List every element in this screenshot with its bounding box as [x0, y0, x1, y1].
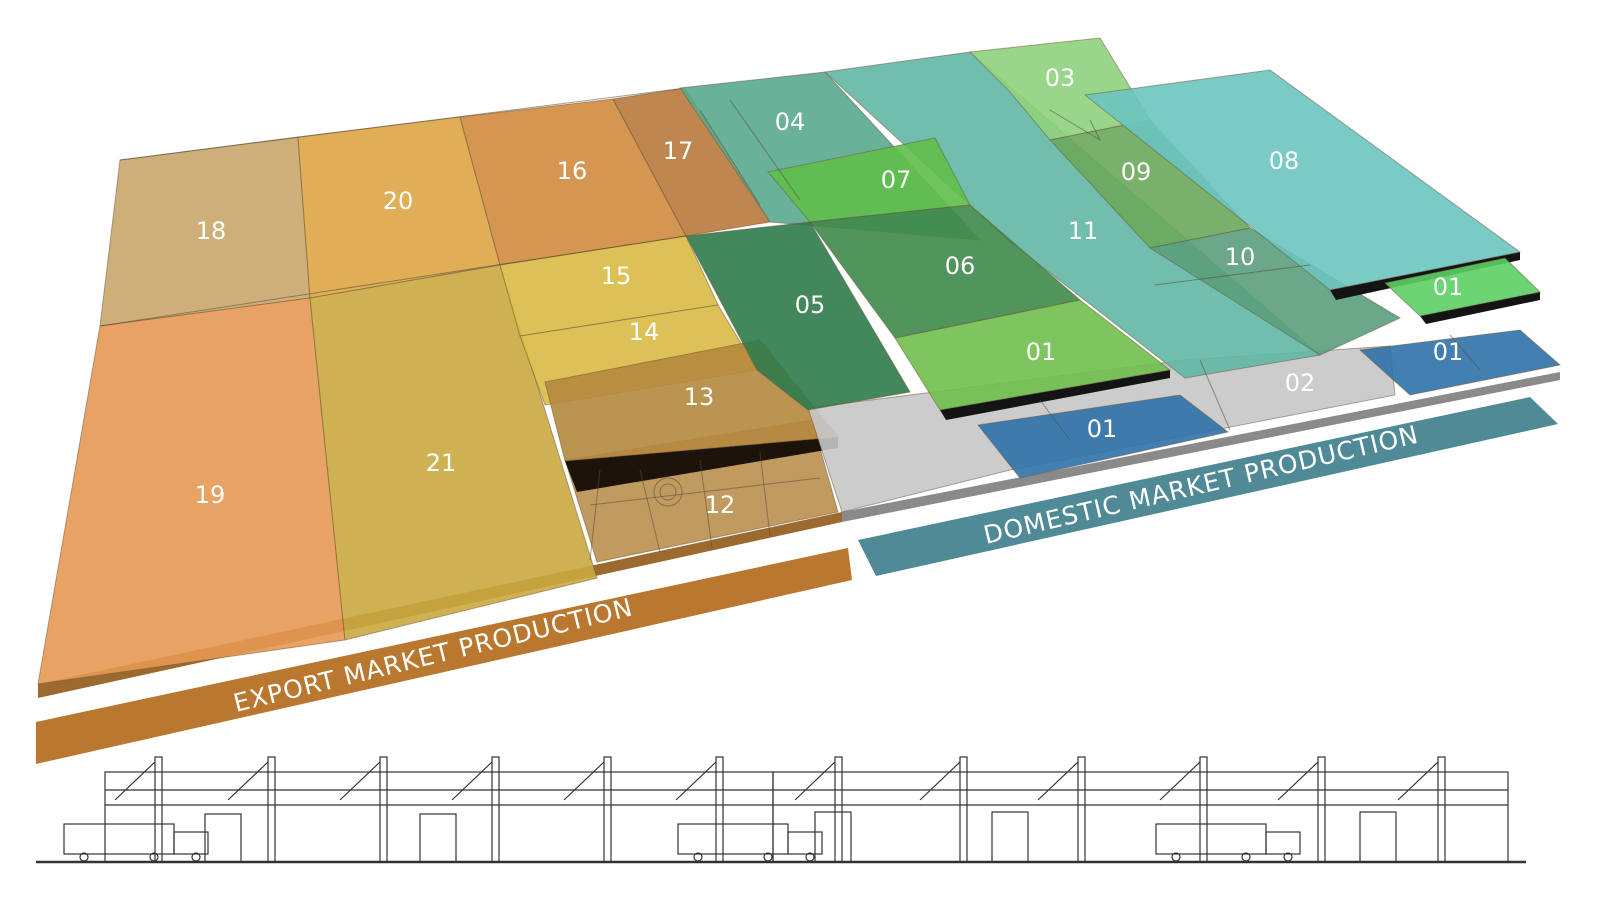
elevation-column — [1199, 756, 1208, 863]
export-plan-lines — [99, 87, 821, 561]
zone-label-01d: 01 — [1433, 338, 1464, 366]
elevation-brace — [1037, 761, 1079, 801]
zone-01b — [977, 394, 1230, 479]
elevation-column — [959, 756, 968, 863]
zone-label-11: 11 — [1068, 217, 1099, 245]
zone-label-05: 05 — [795, 291, 826, 319]
domestic-plan-lines — [699, 99, 1481, 441]
zone-label-09: 09 — [1121, 158, 1152, 186]
zone-01a — [894, 299, 1172, 411]
zone-label-19: 19 — [195, 481, 226, 509]
truck-2 — [677, 823, 823, 862]
export-banner — [36, 548, 852, 764]
elevation-column — [1317, 756, 1326, 863]
elevation-column — [1437, 756, 1446, 863]
elevation-brace — [114, 761, 156, 801]
elevation-column — [715, 756, 724, 863]
zone-label-04: 04 — [775, 108, 806, 136]
elevation-brace — [1159, 761, 1201, 801]
base-slab-edge-right — [842, 372, 1560, 522]
zone-01c-edge — [1420, 292, 1540, 324]
elevation-brace — [675, 761, 717, 801]
domestic-banner — [858, 397, 1558, 576]
elevation-column — [834, 756, 843, 863]
zone-label-01b: 01 — [1087, 415, 1118, 443]
elevation-brace — [794, 761, 836, 801]
zone-label-18: 18 — [196, 217, 227, 245]
elevation-brace — [339, 761, 381, 801]
zone-label-12: 12 — [705, 491, 736, 519]
zone-08 — [1083, 69, 1522, 291]
zone-21 — [309, 264, 598, 641]
zone-label-10: 10 — [1225, 243, 1256, 271]
zone-13-edge — [565, 437, 838, 492]
elevation-brace — [451, 761, 493, 801]
zone-06-edge — [940, 370, 1170, 420]
elevation-brace — [1397, 761, 1439, 801]
zone-19 — [37, 297, 346, 685]
zone-05 — [685, 221, 911, 411]
zone-label-01a: 01 — [1026, 338, 1057, 366]
elevation-brace — [563, 761, 605, 801]
elevation-brace — [1277, 761, 1319, 801]
zone-label-06: 06 — [945, 252, 976, 280]
elevation-brace — [227, 761, 269, 801]
zone-label-20: 20 — [383, 187, 414, 215]
elevation-column — [603, 756, 612, 863]
elevation-column — [379, 756, 388, 863]
zone-label-15: 15 — [601, 262, 632, 290]
truck-3 — [1155, 823, 1301, 862]
zone-01c — [1383, 257, 1542, 317]
zone-label-21: 21 — [426, 449, 457, 477]
elevation-column — [1077, 756, 1086, 863]
elevation-column — [491, 756, 500, 863]
zone-label-02: 02 — [1285, 369, 1316, 397]
zone-label-17: 17 — [663, 137, 694, 165]
zone-01d — [1358, 329, 1562, 396]
zone-label-07: 07 — [881, 166, 912, 194]
zone-label-13: 13 — [684, 383, 715, 411]
zone-label-16: 16 — [557, 157, 588, 185]
zone-label-08: 08 — [1269, 147, 1300, 175]
elevation-column — [154, 756, 163, 863]
zone-labels: 18 20 16 17 19 21 15 14 13 12 04 05 07 0… — [195, 64, 1464, 519]
elevation-brace — [919, 761, 961, 801]
zone-label-01c: 01 — [1433, 273, 1464, 301]
elevation-column — [267, 756, 276, 863]
building-elevation — [36, 756, 1526, 864]
truck-1 — [63, 823, 209, 862]
zone-label-03: 03 — [1045, 64, 1076, 92]
zone-label-14: 14 — [629, 318, 660, 346]
zone-10 — [1148, 227, 1402, 356]
